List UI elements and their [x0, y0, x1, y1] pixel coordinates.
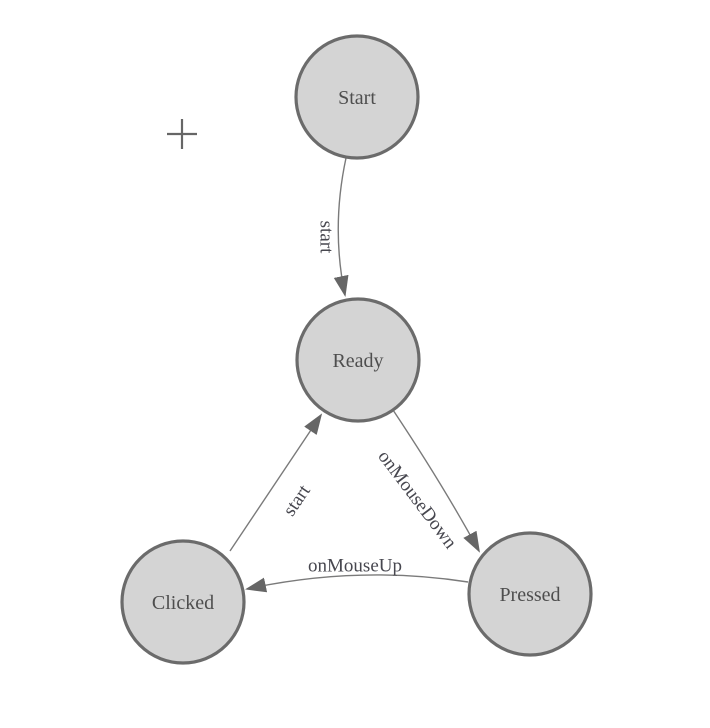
node-circle-pressed[interactable] [467, 531, 593, 657]
node-label-ready: Ready [332, 350, 383, 372]
node-circle-start[interactable] [294, 34, 420, 160]
node-clicked[interactable]: Clicked [120, 539, 246, 665]
edge-start-to-ready[interactable] [333, 157, 349, 297]
edge-label-start-to-ready: start [315, 221, 336, 254]
node-pressed[interactable]: Pressed [467, 531, 593, 657]
node-label-start: Start [338, 87, 376, 109]
node-circle-ready[interactable] [295, 297, 421, 423]
node-start[interactable]: Start [294, 34, 420, 160]
crosshair-plus-icon [167, 119, 197, 149]
edge-label-ready-to-pressed: onMouseDown [373, 447, 461, 554]
edge-ready-to-pressed[interactable] [392, 409, 480, 553]
node-circle-clicked[interactable] [120, 539, 246, 665]
edge-label-pressed-to-clicked: onMouseUp [308, 556, 402, 577]
node-ready[interactable]: Ready [295, 297, 421, 423]
edge-pressed-to-clicked[interactable] [245, 574, 469, 593]
node-label-pressed: Pressed [499, 584, 560, 606]
node-label-clicked: Clicked [152, 592, 214, 614]
edge-label-clicked-to-ready: start [279, 481, 315, 520]
edge-clicked-to-ready[interactable] [229, 413, 323, 552]
